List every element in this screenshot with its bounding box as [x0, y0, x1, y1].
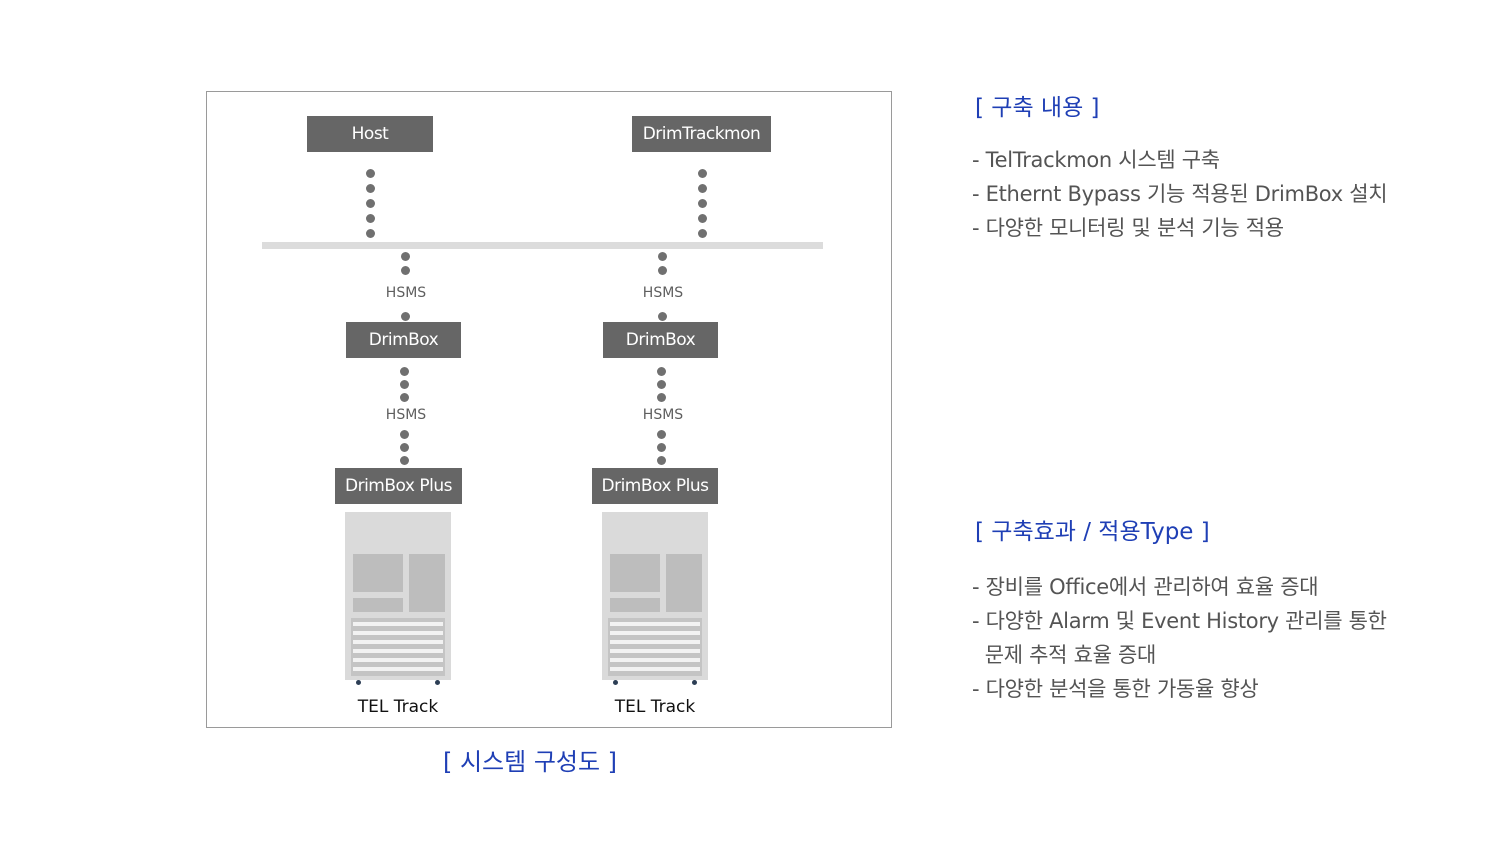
host-node: Host — [307, 116, 433, 152]
list-item: - Ethernt Bypass 기능 적용된 DrimBox 설치 — [972, 182, 1388, 206]
drimtrackmon-node: DrimTrackmon — [632, 116, 771, 152]
network-bus — [262, 242, 823, 249]
construction-title: [ 구축 내용 ] — [975, 95, 1100, 121]
hsms-label-upper-right: HSMS — [642, 285, 684, 301]
drimbox-left-node: DrimBox — [346, 322, 461, 358]
list-item: - TelTrackmon 시스템 구축 — [972, 148, 1220, 172]
drimbox-plus-right-node: DrimBox Plus — [592, 468, 718, 504]
diagram-frame — [206, 91, 892, 728]
tel-track-right-label: TEL Track — [614, 697, 696, 717]
list-item: - 다양한 모니터링 및 분석 기능 적용 — [972, 216, 1284, 240]
tel-track-left-label: TEL Track — [357, 697, 439, 717]
drimbox-plus-left-node: DrimBox Plus — [335, 468, 462, 504]
hsms-label-lower-right: HSMS — [642, 407, 684, 423]
diagram-caption: [ 시스템 구성도 ] — [442, 748, 618, 776]
list-item: - 다양한 Alarm 및 Event History 관리를 통한 — [972, 609, 1387, 633]
construction-list: - TelTrackmon 시스템 구축 - Ethernt Bypass 기능… — [972, 143, 1388, 245]
effects-title: [ 구축효과 / 적용Type ] — [975, 519, 1210, 545]
effects-list: - 장비를 Office에서 관리하여 효율 증대 - 다양한 Alarm 및 … — [972, 570, 1387, 706]
list-item: - 다양한 분석을 통한 가동율 향상 — [972, 677, 1259, 701]
list-item: - 장비를 Office에서 관리하여 효율 증대 — [972, 575, 1319, 599]
drimbox-right-node: DrimBox — [603, 322, 718, 358]
tel-track-right-machine-icon — [602, 512, 708, 685]
tel-track-left-machine-icon — [345, 512, 451, 685]
list-item: 문제 추적 효율 증대 — [972, 643, 1157, 667]
hsms-label-upper-left: HSMS — [385, 285, 427, 301]
hsms-label-lower-left: HSMS — [385, 407, 427, 423]
